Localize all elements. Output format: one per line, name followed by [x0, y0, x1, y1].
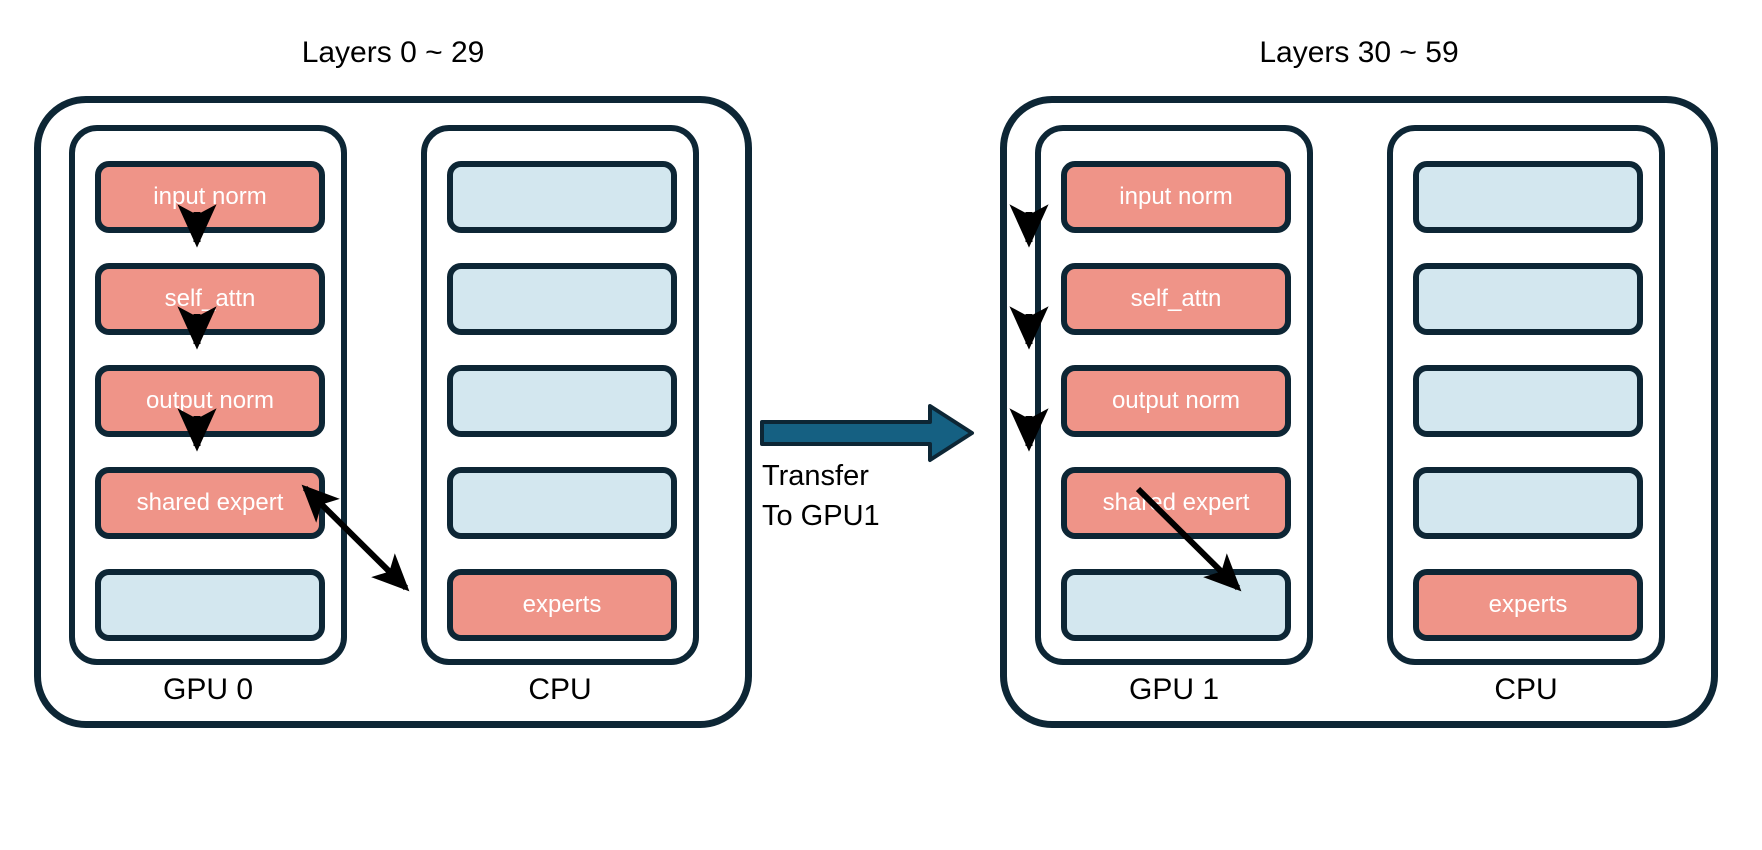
column-gpu0: input norm self_attn output norm shared …: [69, 125, 347, 665]
column-label-cpu-left: CPU: [528, 673, 592, 706]
column-label-gpu0: GPU 0: [162, 673, 254, 706]
column-gpu1: input norm self_attn output norm shared …: [1035, 125, 1313, 665]
block-gpu0-self-attn[interactable]: self_attn: [95, 263, 325, 335]
block-gpu1-self-attn[interactable]: self_attn: [1061, 263, 1291, 335]
group-title-right: Layers 30 ~ 59: [1259, 36, 1459, 69]
block-gpu1-input-norm[interactable]: input norm: [1061, 161, 1291, 233]
device-group-left: input norm self_attn output norm shared …: [34, 96, 752, 728]
block-cpu-left-slot-1[interactable]: [447, 161, 677, 233]
block-cpu-left-slot-4[interactable]: [447, 467, 677, 539]
column-label-cpu-right: CPU: [1494, 673, 1558, 706]
column-label-gpu1: GPU 1: [1128, 673, 1220, 706]
block-gpu0-empty-slot[interactable]: [95, 569, 325, 641]
block-cpu-left-experts[interactable]: experts: [447, 569, 677, 641]
transfer-label: Transfer To GPU1: [762, 460, 880, 532]
block-gpu1-output-norm[interactable]: output norm: [1061, 365, 1291, 437]
column-cpu-left: experts: [421, 125, 699, 665]
device-group-right: input norm self_attn output norm shared …: [1000, 96, 1718, 728]
block-cpu-left-slot-3[interactable]: [447, 365, 677, 437]
column-cpu-right: experts: [1387, 125, 1665, 665]
block-gpu0-shared-expert[interactable]: shared expert: [95, 467, 325, 539]
block-gpu1-empty-slot[interactable]: [1061, 569, 1291, 641]
transfer-arrow-icon: [760, 404, 974, 462]
block-cpu-right-slot-4[interactable]: [1413, 467, 1643, 539]
block-cpu-right-experts[interactable]: experts: [1413, 569, 1643, 641]
block-gpu1-shared-expert[interactable]: shared expert: [1061, 467, 1291, 539]
group-title-left: Layers 0 ~ 29: [301, 36, 485, 69]
block-gpu0-output-norm[interactable]: output norm: [95, 365, 325, 437]
block-cpu-left-slot-2[interactable]: [447, 263, 677, 335]
block-cpu-right-slot-2[interactable]: [1413, 263, 1643, 335]
block-gpu0-input-norm[interactable]: input norm: [95, 161, 325, 233]
block-cpu-right-slot-3[interactable]: [1413, 365, 1643, 437]
block-cpu-right-slot-1[interactable]: [1413, 161, 1643, 233]
